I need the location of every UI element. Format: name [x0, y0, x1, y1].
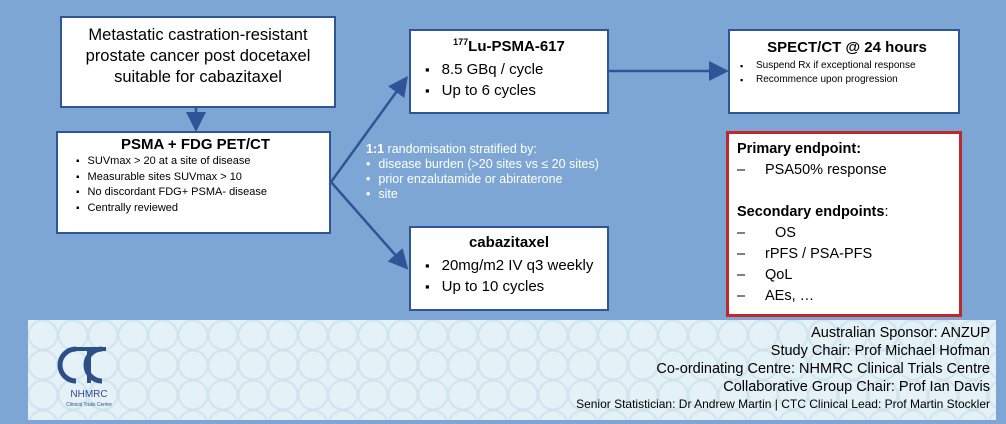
- lu-psma-arm-box: 177Lu-PSMA-617 8.5 GBq / cycle Up to 6 c…: [409, 29, 609, 114]
- credit-line: Collaborative Group Chair: Prof Ian Davi…: [723, 379, 990, 395]
- arrow-pet-to-cab: [330, 181, 409, 270]
- list-item: 20mg/m2 IV q3 weekly: [425, 255, 607, 276]
- lu-psma-name: Lu-PSMA-617: [468, 38, 565, 55]
- pet-screening-box: PSMA + FDG PET/CT SUVmax > 20 at a site …: [56, 131, 331, 234]
- list-item: Recommence upon progression: [740, 73, 954, 87]
- list-item: prior enzalutamide or abiraterone: [366, 172, 686, 187]
- cabazitaxel-title: cabazitaxel: [468, 234, 550, 251]
- cabazitaxel-list: 20mg/m2 IV q3 weekly Up to 10 cycles: [425, 255, 607, 297]
- secondary-endpoint-item: –AEs, …: [737, 288, 815, 304]
- patient-population-box: Metastatic castration-resistant prostate…: [60, 16, 336, 108]
- credit-line: Co-ordinating Centre: NHMRC Clinical Tri…: [656, 361, 990, 377]
- list-item: Up to 6 cycles: [425, 80, 607, 101]
- primary-endpoint-title: Primary endpoint:: [737, 141, 862, 157]
- patient-population-text: Metastatic castration-resistant prostate…: [85, 26, 311, 86]
- secondary-endpoint-item: –rPFS / PSA-PFS: [737, 246, 873, 262]
- randomisation-note: 1:1 randomisation stratified by: disease…: [366, 142, 686, 202]
- isotope-number: 177: [453, 37, 469, 47]
- list-item: Up to 10 cycles: [425, 276, 607, 297]
- spect-ct-list: Suspend Rx if exceptional response Recom…: [740, 59, 954, 87]
- primary-endpoint-item: –PSA50% response: [737, 162, 887, 178]
- randomisation-heading: 1:1 randomisation stratified by:: [366, 142, 537, 156]
- cabazitaxel-arm-box: cabazitaxel 20mg/m2 IV q3 weekly Up to 1…: [409, 226, 609, 311]
- list-item: site: [366, 187, 686, 202]
- lu-psma-title: 177Lu-PSMA-617: [411, 37, 607, 55]
- credit-line: Australian Sponsor: ANZUP: [811, 325, 990, 341]
- pet-screening-title: PSMA + FDG PET/CT: [120, 136, 271, 153]
- spect-ct-box: SPECT/CT @ 24 hours Suspend Rx if except…: [728, 29, 960, 114]
- list-item: Measurable sites SUVmax > 10: [76, 170, 323, 186]
- logo-sub-text: Clinical Trials Centre: [66, 402, 112, 408]
- secondary-endpoint-title: Secondary endpoints:: [737, 204, 889, 220]
- list-item: Centrally reviewed: [76, 201, 323, 217]
- logo-org-text: NHMRC: [70, 389, 107, 400]
- spect-ct-title: SPECT/CT @ 24 hours: [767, 39, 927, 56]
- credit-line: Study Chair: Prof Michael Hofman: [770, 343, 990, 359]
- credit-line-small: Senior Statistician: Dr Andrew Martin | …: [576, 397, 990, 411]
- list-item: Suspend Rx if exceptional response: [740, 59, 954, 73]
- list-item: disease burden (>20 sites vs ≤ 20 sites): [366, 157, 686, 172]
- stratification-list: disease burden (>20 sites vs ≤ 20 sites)…: [366, 157, 686, 202]
- lu-psma-list: 8.5 GBq / cycle Up to 6 cycles: [425, 59, 607, 101]
- list-item: 8.5 GBq / cycle: [425, 59, 607, 80]
- study-credits: Australian Sponsor: ANZUP Study Chair: P…: [576, 324, 990, 412]
- arrow-pet-to-lu: [329, 75, 408, 183]
- footer-panel: [28, 320, 996, 420]
- pet-criteria-list: SUVmax > 20 at a site of disease Measura…: [68, 154, 323, 216]
- list-item: No discordant FDG+ PSMA- disease: [76, 185, 323, 201]
- secondary-endpoint-item: –QoL: [737, 267, 793, 283]
- secondary-endpoint-item: –OS: [737, 225, 796, 241]
- endpoints-box: Primary endpoint: –PSA50% response Secon…: [726, 131, 962, 317]
- list-item: SUVmax > 20 at a site of disease: [76, 154, 323, 170]
- nhmrc-ctc-logo: NHMRC Clinical Trials Centre: [57, 346, 112, 408]
